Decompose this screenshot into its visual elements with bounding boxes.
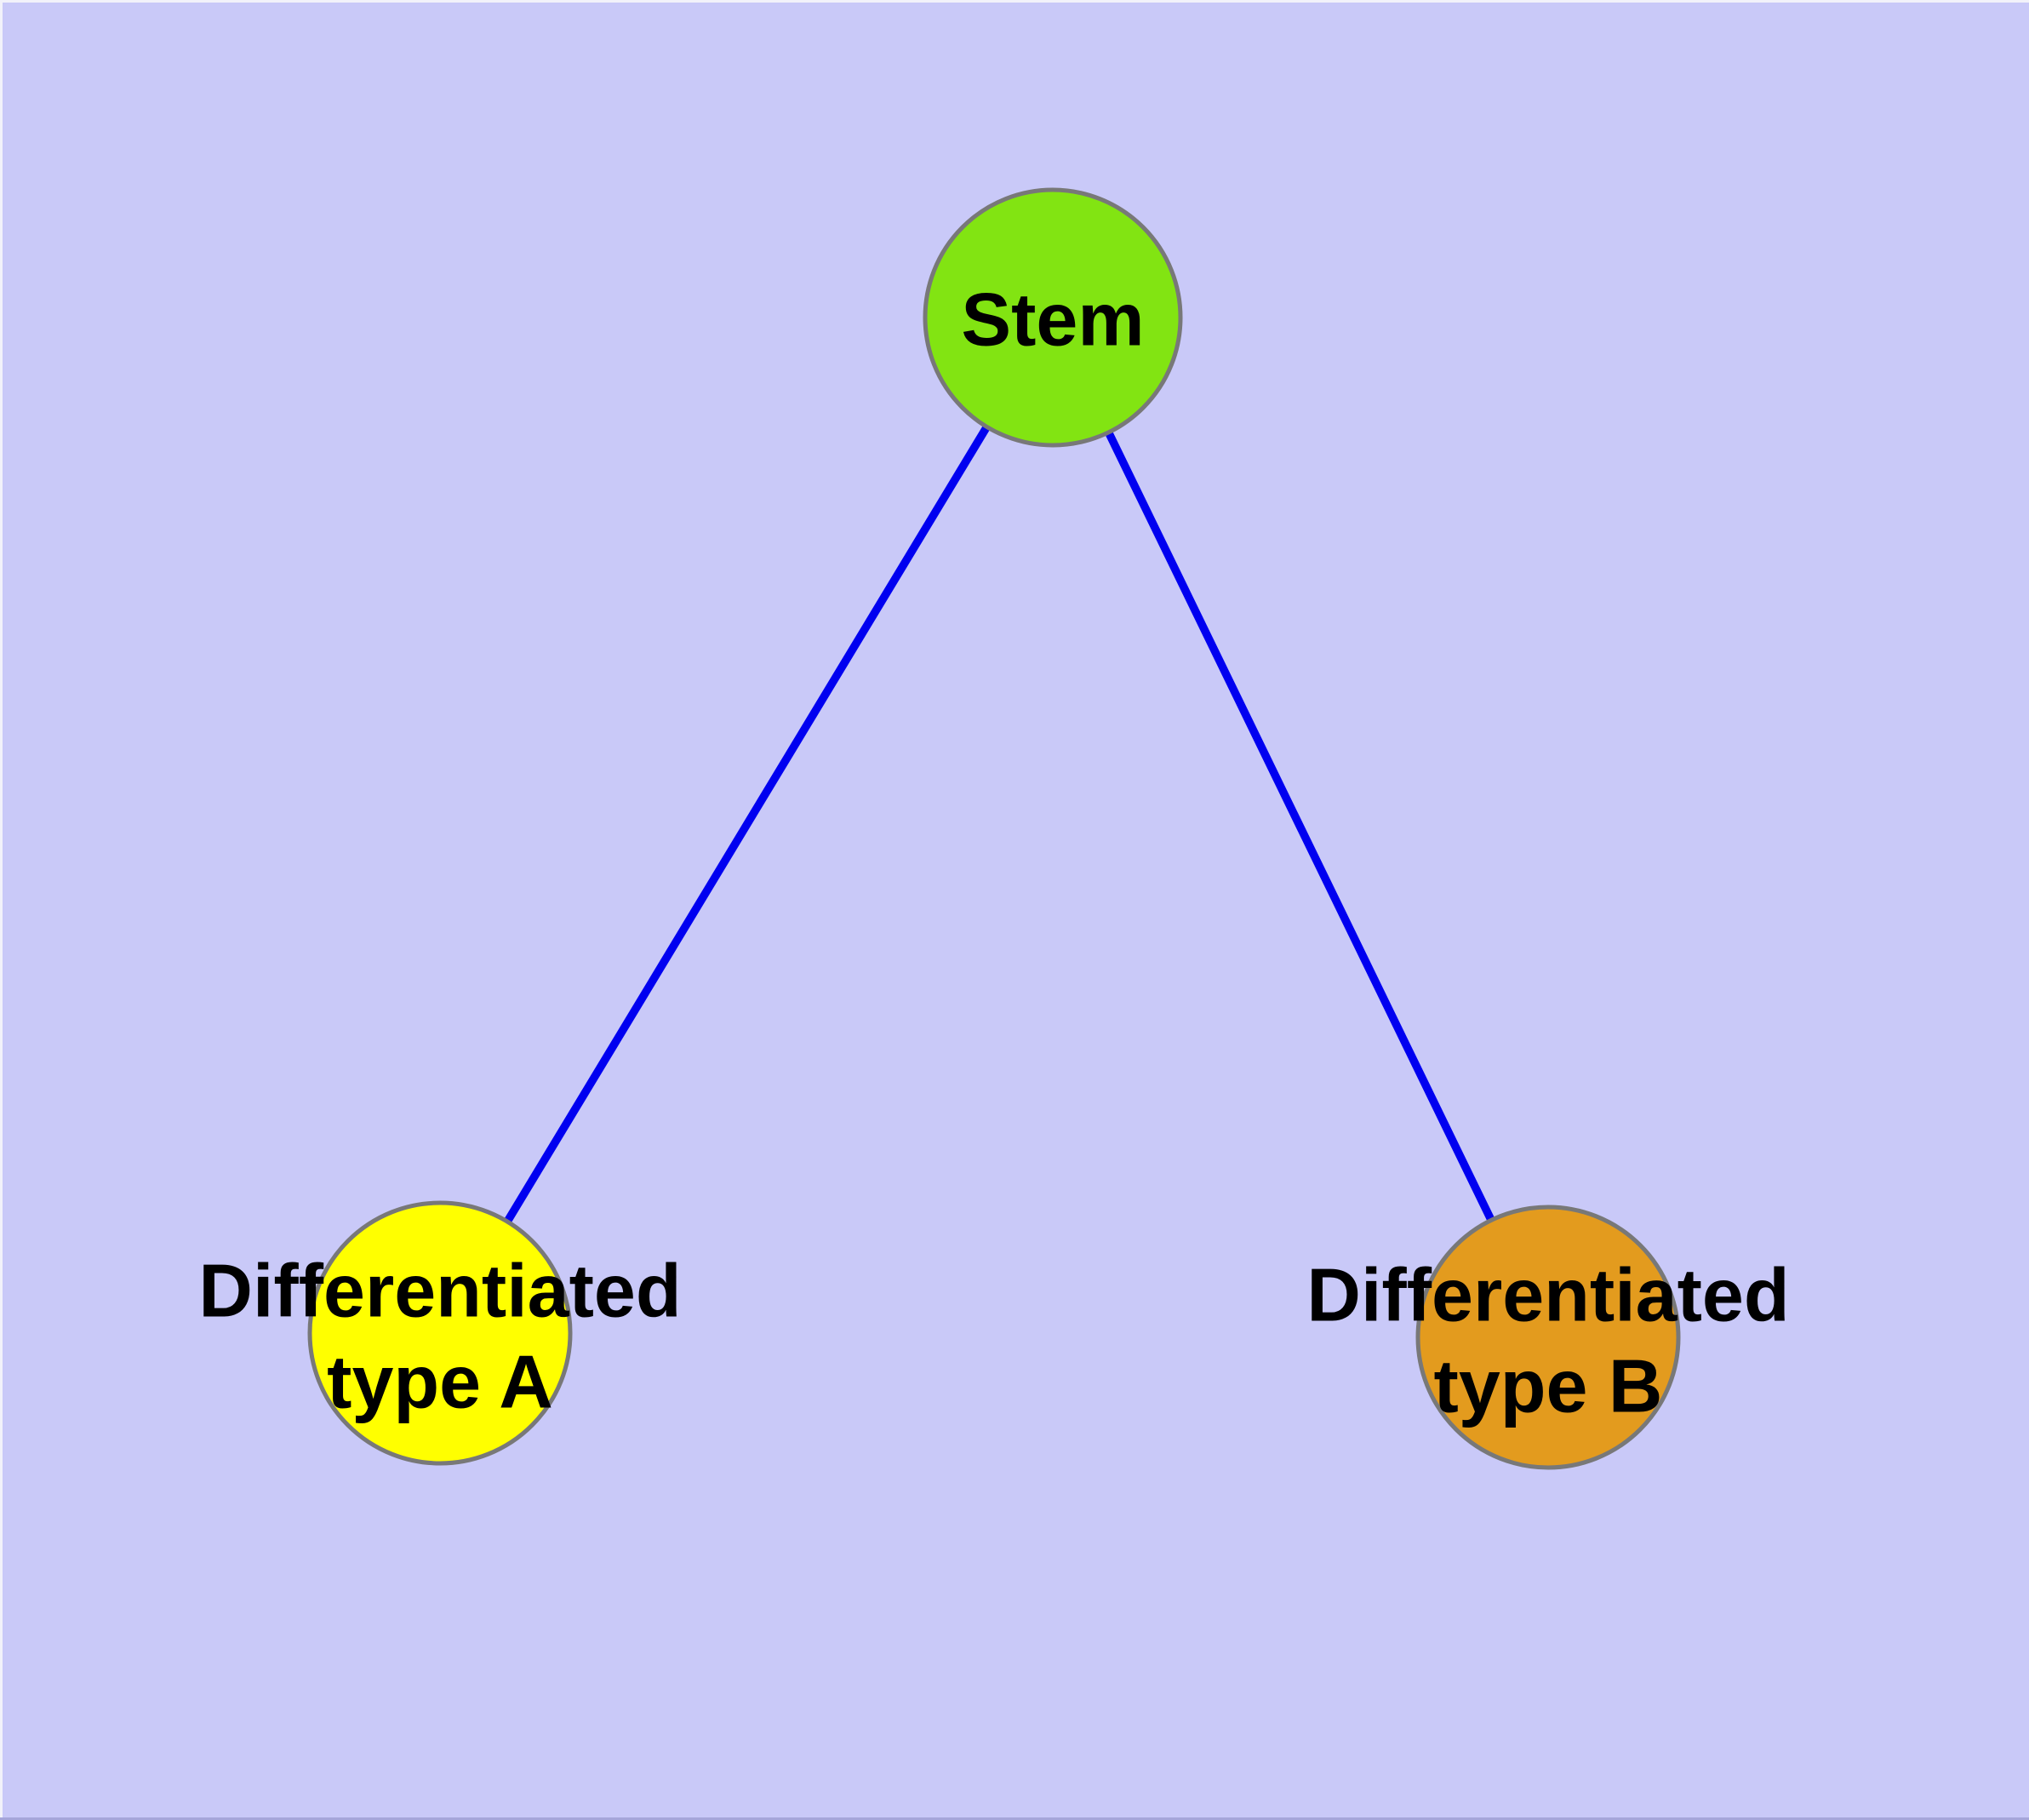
- node-type-a-circle: [307, 1200, 573, 1466]
- edge-stem-to-type-b: [1049, 315, 1552, 1340]
- node-type-b-circle: [1415, 1205, 1681, 1470]
- edge-stem-to-type-a: [436, 315, 1057, 1336]
- node-stem-circle: [923, 187, 1183, 448]
